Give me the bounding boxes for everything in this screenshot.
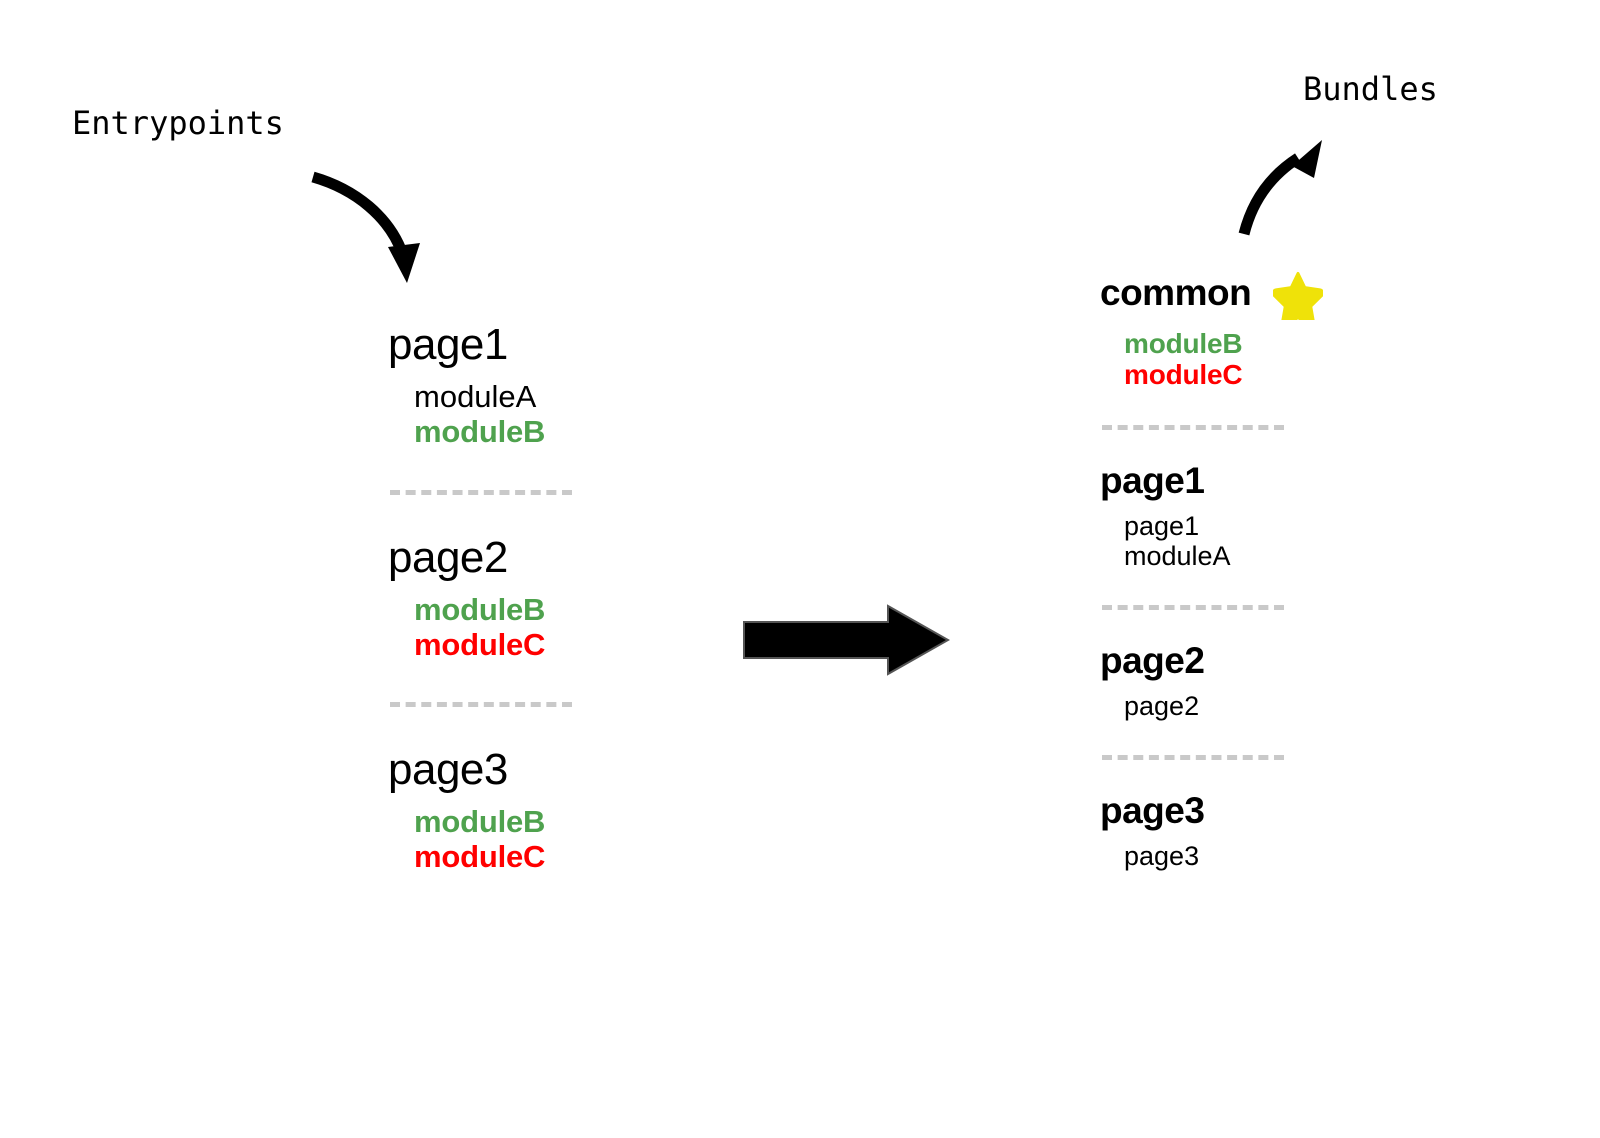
group-divider	[1102, 424, 1284, 430]
bundle-group-title: page3	[1100, 790, 1205, 832]
star-icon	[1273, 272, 1324, 320]
bundle-module-list: page1 moduleA	[1100, 511, 1440, 571]
bundle-module-list: moduleB moduleC	[1100, 328, 1440, 391]
curved-arrow-down-right-icon	[311, 171, 420, 283]
module-item: moduleA	[414, 379, 537, 415]
module-item: page2	[1124, 690, 1200, 721]
entrypoint-module-list: moduleB moduleC	[388, 591, 688, 662]
module-item: moduleB	[1124, 328, 1243, 359]
entrypoint-module-list: moduleA moduleB	[388, 379, 688, 449]
entrypoint-group-page1: page1 moduleA moduleB	[388, 320, 688, 450]
bundle-group-page1: page1 page1 moduleA	[1100, 459, 1440, 571]
bundle-group-page2: page2 page2	[1100, 640, 1440, 721]
curved-arrow-up-right-icon	[1238, 140, 1322, 236]
bundles-column: common moduleB moduleC page1 page1 modul…	[1100, 268, 1440, 871]
module-item: moduleC	[414, 839, 546, 875]
module-item: moduleB	[414, 591, 546, 627]
entrypoint-group-title: page1	[388, 320, 508, 369]
bundle-group-title: page2	[1100, 640, 1205, 682]
bundles-label: Bundles	[1303, 70, 1438, 108]
module-item: moduleC	[1124, 359, 1243, 391]
bundle-group-common: common moduleB moduleC	[1100, 268, 1440, 391]
bundle-group-page3: page3 page3	[1100, 790, 1440, 871]
group-divider	[390, 702, 572, 708]
module-item: page1	[1124, 510, 1200, 541]
bundle-module-list: page2	[1100, 691, 1440, 721]
bundle-group-title: common	[1100, 271, 1252, 313]
entrypoints-label: Entrypoints	[72, 104, 284, 142]
group-divider	[1102, 605, 1284, 611]
entrypoint-module-list: moduleB moduleC	[388, 805, 688, 874]
module-item: moduleC	[414, 626, 546, 662]
entrypoint-group-title: page3	[388, 745, 508, 795]
module-item: page3	[1124, 840, 1200, 871]
entrypoints-column: page1 moduleA moduleB page2 moduleB modu…	[388, 320, 688, 875]
module-item: moduleB	[414, 413, 546, 449]
bundle-module-list: page3	[1100, 841, 1440, 871]
module-item: moduleB	[414, 804, 546, 840]
group-divider	[1102, 755, 1284, 761]
entrypoint-group-title: page2	[388, 532, 508, 582]
block-arrow-right-icon	[743, 604, 950, 676]
module-item: moduleA	[1124, 540, 1231, 571]
bundle-title-row: common	[1100, 268, 1440, 320]
entrypoint-group-page3: page3 moduleB moduleC	[388, 747, 688, 875]
entrypoint-group-page2: page2 moduleB moduleC	[388, 532, 688, 663]
group-divider	[390, 489, 572, 495]
bundle-group-title: page1	[1100, 459, 1205, 501]
